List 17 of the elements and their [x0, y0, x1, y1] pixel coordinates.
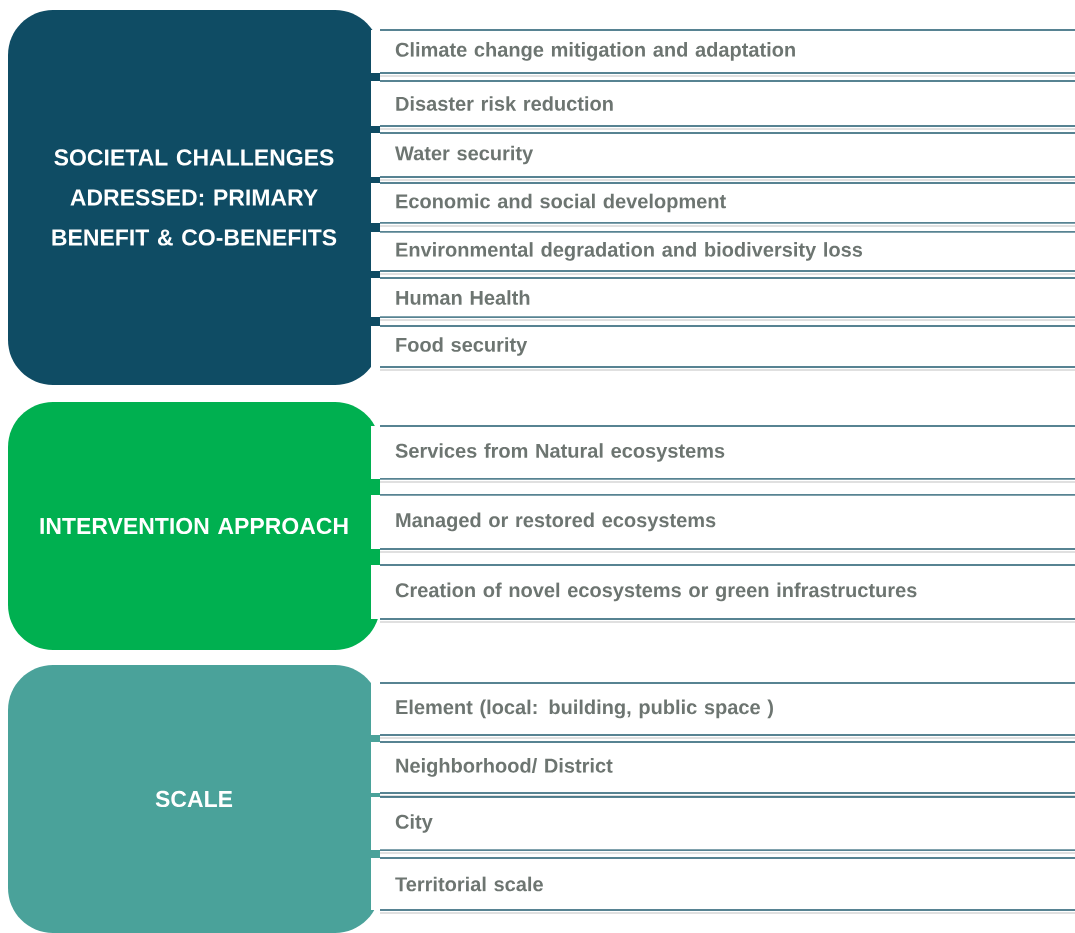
list-item-band: Economic and social development [371, 182, 1075, 227]
list-item-band: Water security [371, 132, 1075, 181]
list-item-band: Climate change mitigation and adaptation [371, 29, 1075, 77]
list-item-band: Neighborhood/ District [371, 741, 1075, 797]
list-item-band: Disaster risk reduction [371, 80, 1075, 130]
category-box: INTERVENTION APPROACH [8, 402, 380, 650]
list-item-band: Human Health [371, 277, 1075, 321]
list-item-band: Creation of novel ecosystems or green infrastructures [371, 564, 1075, 623]
list-item-band: Environmental degradation and biodiversity loss [371, 231, 1075, 275]
category-box: SOCIETAL CHALLENGES ADRESSED: PRIMARY BENEFIT & CO-BENEFITS [8, 10, 380, 385]
list-item-band: Food security [371, 325, 1075, 371]
list-item-band: City [371, 796, 1075, 854]
list-item-band: Territorial scale [371, 857, 1075, 914]
category-box: SCALE [8, 665, 380, 933]
list-item-band: Managed or restored ecosystems [371, 494, 1075, 553]
list-item-band: Element (local: building, public space ) [371, 682, 1075, 739]
list-item-band: Services from Natural ecosystems [371, 425, 1075, 483]
